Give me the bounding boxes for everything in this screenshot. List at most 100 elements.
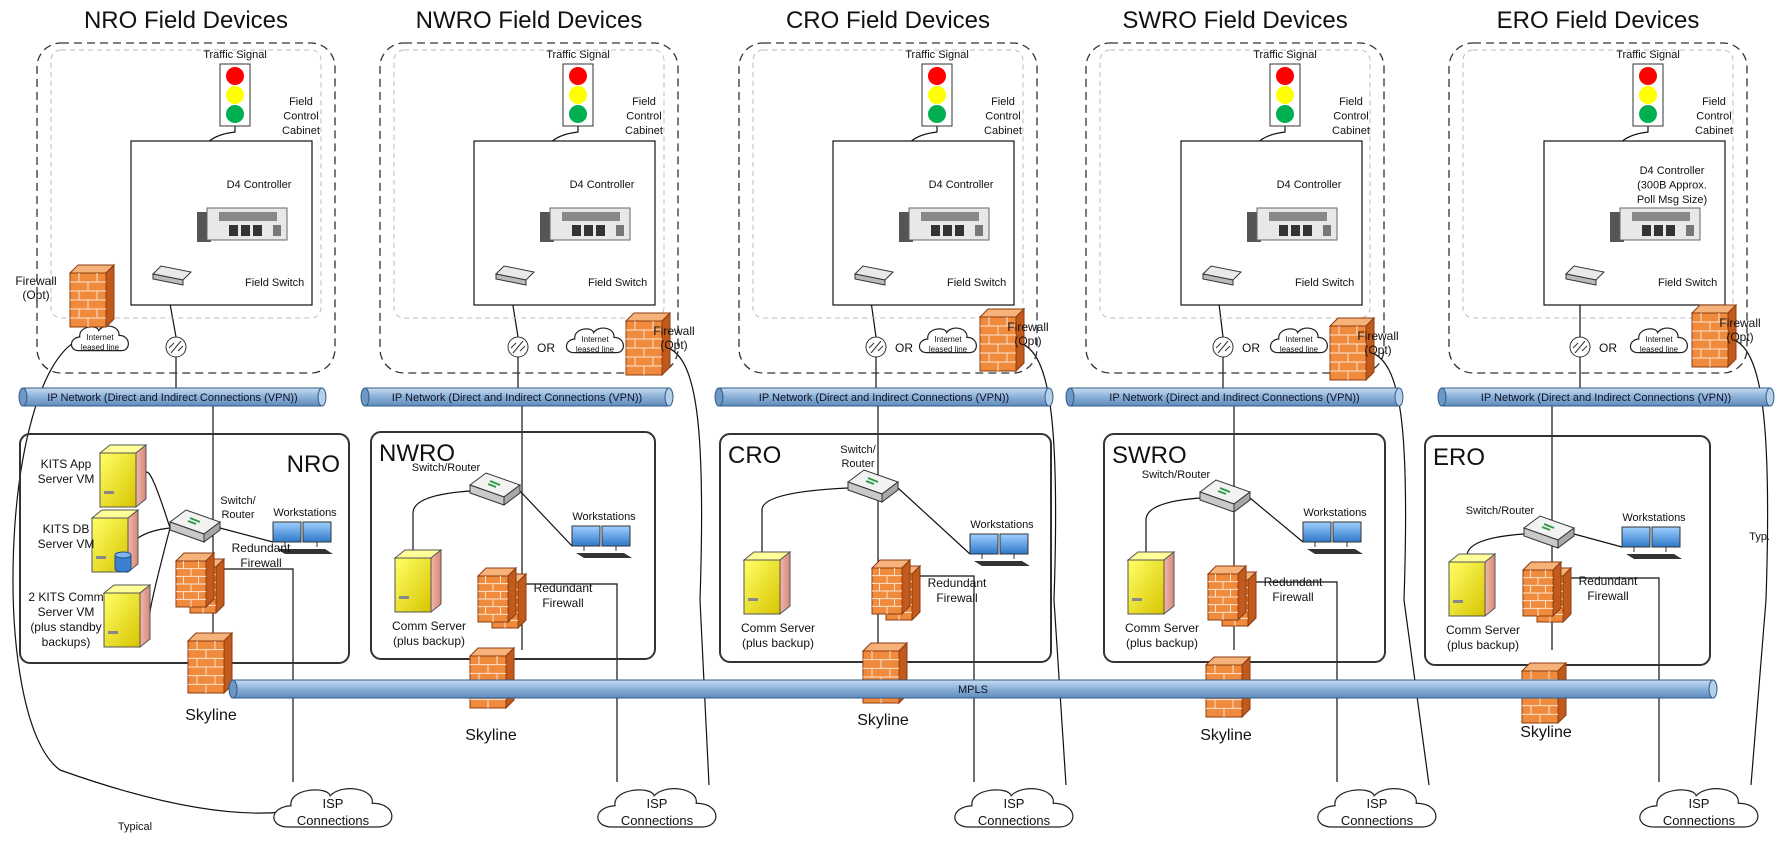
controller-keypad: [572, 225, 581, 236]
router-side: [503, 484, 521, 506]
cabinet-label: Cabinet: [282, 125, 320, 137]
traffic-signal-label: Traffic Signal: [203, 49, 267, 61]
skyline-label: Skyline: [465, 727, 517, 744]
workstations-label: Workstations: [1622, 512, 1686, 524]
router-lights: [1541, 523, 1555, 531]
server-front: [99, 452, 137, 508]
server-to-router-wire: [412, 490, 471, 550]
internet-label: leased line: [576, 345, 615, 354]
server-label: Server VM: [38, 537, 95, 551]
firewall-opt-label: (Opt): [1364, 343, 1391, 357]
controller-display: [1632, 212, 1690, 221]
firewall-to-isp-wire: [1248, 581, 1338, 782]
signal-green-light: [226, 105, 244, 123]
router-label: Switch/: [840, 444, 876, 456]
server-label: (plus backup): [1447, 638, 1519, 652]
region-title: NRO Field Devices: [84, 7, 288, 34]
router-to-workstation-wire: [519, 490, 573, 547]
server-icon: [393, 548, 443, 614]
workstation-icon: [272, 521, 333, 554]
server-label: Server VM: [38, 605, 95, 619]
monitor-right: [999, 533, 1029, 555]
field-switch-label: Field Switch: [1295, 277, 1354, 289]
isp-label: ISP: [1367, 796, 1388, 811]
traffic-signal-icon: [219, 63, 251, 127]
server-label: (plus backup): [1126, 636, 1198, 650]
server-slot: [399, 596, 409, 599]
monitor-right: [1651, 526, 1681, 548]
controller-icon: [1610, 207, 1701, 242]
firewall-bricks: [872, 568, 902, 614]
controller-icon: [540, 207, 631, 242]
cabinet-label: Field: [632, 96, 656, 108]
antenna-icon: [165, 336, 187, 358]
field-devices-boundary: [1085, 42, 1385, 374]
isp-cloud-icon: [1639, 788, 1759, 828]
ip-network-pipe-left-cap: [714, 387, 724, 407]
controller-label: D4 Controller: [929, 179, 994, 191]
internet-label: Internet: [581, 335, 609, 344]
office-label: NRO: [287, 451, 340, 478]
controller-icon: [197, 207, 288, 242]
cloud-shape: [273, 788, 393, 828]
firewall-opt-label: (Opt): [1014, 334, 1041, 348]
server-icon: [98, 443, 148, 509]
isp-cloud-icon: [954, 788, 1074, 828]
server-side: [1484, 552, 1496, 618]
server-label: (plus backup): [742, 636, 814, 650]
router-icon: [1522, 515, 1576, 549]
router-lights: [487, 480, 501, 488]
monitor-stands: [981, 554, 1015, 559]
controller-label: D4 Controller: [227, 179, 292, 191]
antenna-lines: [868, 340, 884, 354]
cloud-shape: [954, 788, 1074, 828]
cabinet-inner-boundary: [752, 49, 1024, 319]
or-label: OR: [537, 341, 555, 355]
workstations-label: Workstations: [273, 507, 337, 519]
controller-display: [1269, 212, 1327, 221]
region-title: NWRO Field Devices: [416, 7, 643, 34]
signal-green-light: [569, 105, 587, 123]
router-lights: [865, 477, 879, 485]
internet-cloud-icon: [565, 327, 624, 354]
monitor-left: [272, 521, 302, 543]
controller-keypad: [1303, 225, 1312, 236]
firewall-side: [507, 566, 517, 624]
server-icon: [102, 583, 152, 649]
antenna-icon: [507, 336, 529, 358]
controller-label: D4 Controller: [1277, 179, 1342, 191]
ip-network-pipe-right-cap: [1044, 387, 1054, 407]
firewall-icon: [1328, 316, 1376, 382]
firewall-to-isp-wire: [912, 575, 975, 783]
router-to-workstation-wire: [1249, 497, 1304, 543]
ip-network-pipe: IP Network (Direct and Indirect Connecti…: [1065, 387, 1404, 407]
controller-label: D4 Controller: [570, 179, 635, 191]
server-side: [1163, 550, 1175, 616]
isp-cloud-icon: [597, 788, 717, 828]
monitor-right: [601, 525, 631, 547]
traffic-signal-icon: [1632, 63, 1664, 127]
monitor-left: [1621, 526, 1651, 548]
monitor-right: [1332, 521, 1362, 543]
isp-label: Connections: [297, 813, 370, 828]
field-switch-icon: [151, 265, 193, 286]
traffic-signal-icon: [921, 63, 953, 127]
monitor-stands: [1314, 542, 1348, 547]
router-side: [1557, 527, 1575, 549]
controller-icon: [1247, 207, 1338, 242]
field-switch-icon: [494, 265, 536, 286]
switch-front: [1565, 273, 1597, 286]
router-to-workstation-wire: [219, 527, 274, 543]
cabinet-label: Cabinet: [1695, 125, 1733, 137]
mpls-pipe-left-cap: [228, 679, 238, 699]
cabinet-inner-boundary: [1462, 49, 1734, 319]
internet-label: leased line: [1280, 345, 1319, 354]
server-slot: [748, 598, 758, 601]
cabinet-label: Cabinet: [1332, 125, 1370, 137]
controller-label: (300B Approx.: [1637, 180, 1707, 192]
firewall-opt-label: Firewall: [1719, 316, 1760, 330]
server-label: KITS App: [41, 457, 92, 471]
server-label: (plus standby: [30, 620, 101, 634]
monitor-left: [969, 533, 999, 555]
